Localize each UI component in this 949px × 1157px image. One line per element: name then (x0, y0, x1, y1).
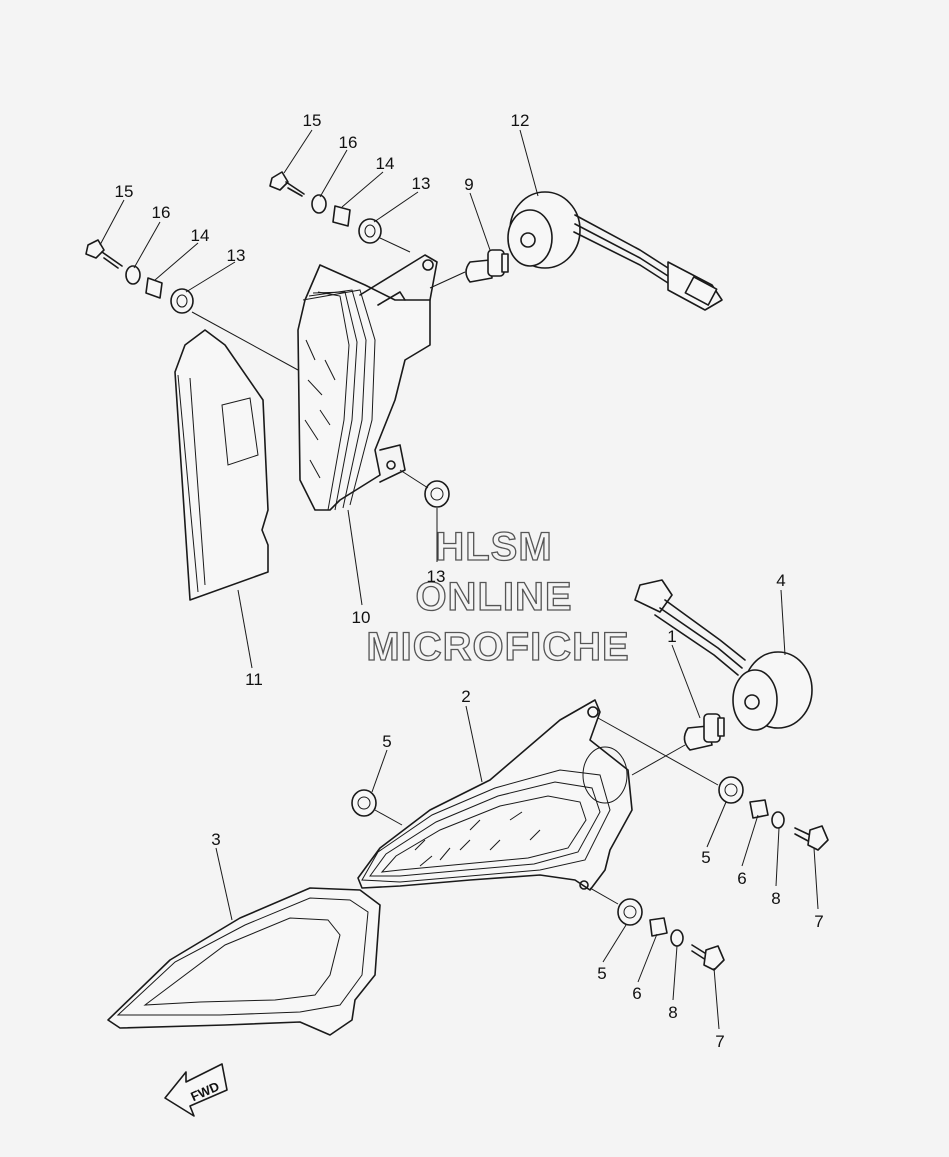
tail-light-rear (297, 254, 438, 511)
label-8-lower: 8 (668, 1003, 677, 1022)
label-8-right: 8 (771, 889, 780, 908)
assembly-lines (191, 237, 719, 905)
label-9: 9 (464, 175, 473, 194)
upper-fasteners-left (85, 239, 194, 314)
label-15-left: 15 (115, 182, 134, 201)
upper-fasteners-right (269, 171, 382, 244)
bulb-front (683, 713, 725, 751)
lens-cover-front (107, 887, 381, 1036)
label-16-left: 16 (152, 203, 171, 222)
label-12: 12 (511, 111, 530, 130)
lens-cover-rear (174, 329, 269, 601)
label-3: 3 (211, 830, 220, 849)
label-7-right: 7 (814, 912, 823, 931)
label-2: 2 (461, 687, 470, 706)
bulb-rear (465, 249, 509, 283)
watermark: HLSM ONLINE MICROFICHE (366, 524, 630, 669)
label-5-right: 5 (701, 848, 710, 867)
label-14-left: 14 (191, 226, 210, 245)
forward-direction-arrow: FWD (164, 1063, 228, 1117)
label-13-left: 13 (227, 246, 246, 265)
label-leaders (99, 129, 819, 1030)
label-16-upper: 16 (339, 133, 358, 152)
label-13-mid: 13 (427, 567, 446, 586)
watermark-line-1: HLSM (435, 525, 552, 569)
label-11: 11 (245, 670, 263, 689)
label-15-upper: 15 (303, 111, 322, 130)
label-6-lower: 6 (632, 984, 641, 1003)
label-7-lower: 7 (715, 1032, 724, 1051)
grommet-mid (424, 480, 450, 508)
lower-fasteners (351, 776, 829, 971)
label-14-upper: 14 (376, 154, 395, 173)
watermark-line-3: MICROFICHE (366, 625, 629, 669)
label-13-upper: 13 (412, 174, 431, 193)
socket-harness-rear (507, 191, 723, 311)
label-5-left: 5 (382, 732, 391, 751)
label-5-lower: 5 (597, 964, 606, 983)
label-10: 10 (352, 608, 371, 627)
socket-harness-front (634, 579, 813, 731)
turn-signal-front (357, 699, 633, 891)
label-6-right: 6 (737, 869, 746, 888)
label-4: 4 (776, 571, 785, 590)
label-1: 1 (667, 627, 676, 646)
part-number-labels: 15 16 14 13 9 12 15 16 14 13 13 10 11 4 … (115, 111, 824, 1051)
watermark-line-2: ONLINE (415, 575, 572, 619)
